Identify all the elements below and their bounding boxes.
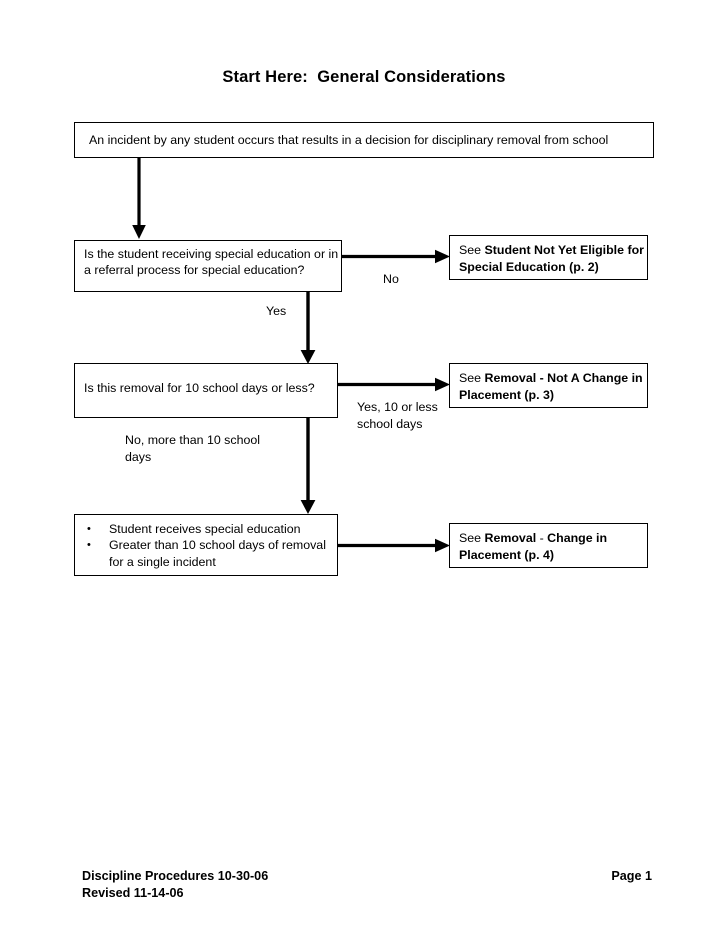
flowchart-node-incident: An incident by any student occurs that r… [74,122,654,158]
footer-document-info: Discipline Procedures 10-30-06 Revised 1… [82,869,269,900]
ref3-prefix: See [459,531,485,545]
question1-text: Is the student receiving special educati… [84,247,339,278]
list-item: Greater than 10 school days of removal f… [87,537,337,570]
ref2-emphasis: Removal - Not A Change in Placement (p. … [459,371,643,402]
ref1-prefix: See [459,243,485,257]
arrow-question1-to-question2 [299,291,317,365]
arrow-incident-to-question1 [130,157,148,240]
flowchart-node-ref-removal-not-a-change: See Removal - Not A Change in Placement … [449,363,648,408]
flowchart-node-ref-removal-change-in-placement: See Removal - Change in Placement (p. 4) [449,523,648,568]
flowchart-node-ref-student-not-yet-eligible: See Student Not Yet Eligible for Special… [449,235,648,280]
edge-label-yes-ten-or-less: Yes, 10 or less school days [357,400,438,431]
ref1-emphasis: Student Not Yet Eligible for Special Edu… [459,243,644,274]
flowchart-node-outcome-change-in-placement: Student receives special education Great… [74,514,338,576]
arrow-question1-to-ref1 [341,249,451,264]
flowchart-node-question-ten-days: Is this removal for 10 school days or le… [74,363,338,418]
incident-text: An incident by any student occurs that r… [89,133,609,147]
arrow-outcome-to-ref3 [338,538,451,553]
ref2-prefix: See [459,371,485,385]
edge-label-yes: Yes [266,304,287,318]
arrow-question2-to-ref2 [338,377,451,392]
question2-text: Is this removal for 10 school days or le… [84,381,315,395]
list-item: Student receives special education [87,520,337,537]
page-title: Start Here: General Considerations [222,68,506,86]
footer-page-number: Page 1 [611,869,652,883]
edge-label-no-more-than-ten: No, more than 10 school days [125,433,260,464]
ref3-emphasis-a: Removal [484,531,537,545]
arrow-question2-to-outcome [299,418,317,515]
flowchart-node-question-special-education: Is the student receiving special educati… [74,240,342,292]
ref3-separator: - [536,531,548,545]
ref3-emphasis-b: Change in Placement (p. 4) [459,531,608,562]
outcome-bullet-list: Student receives special education Great… [75,520,337,570]
edge-label-no: No [383,272,399,286]
